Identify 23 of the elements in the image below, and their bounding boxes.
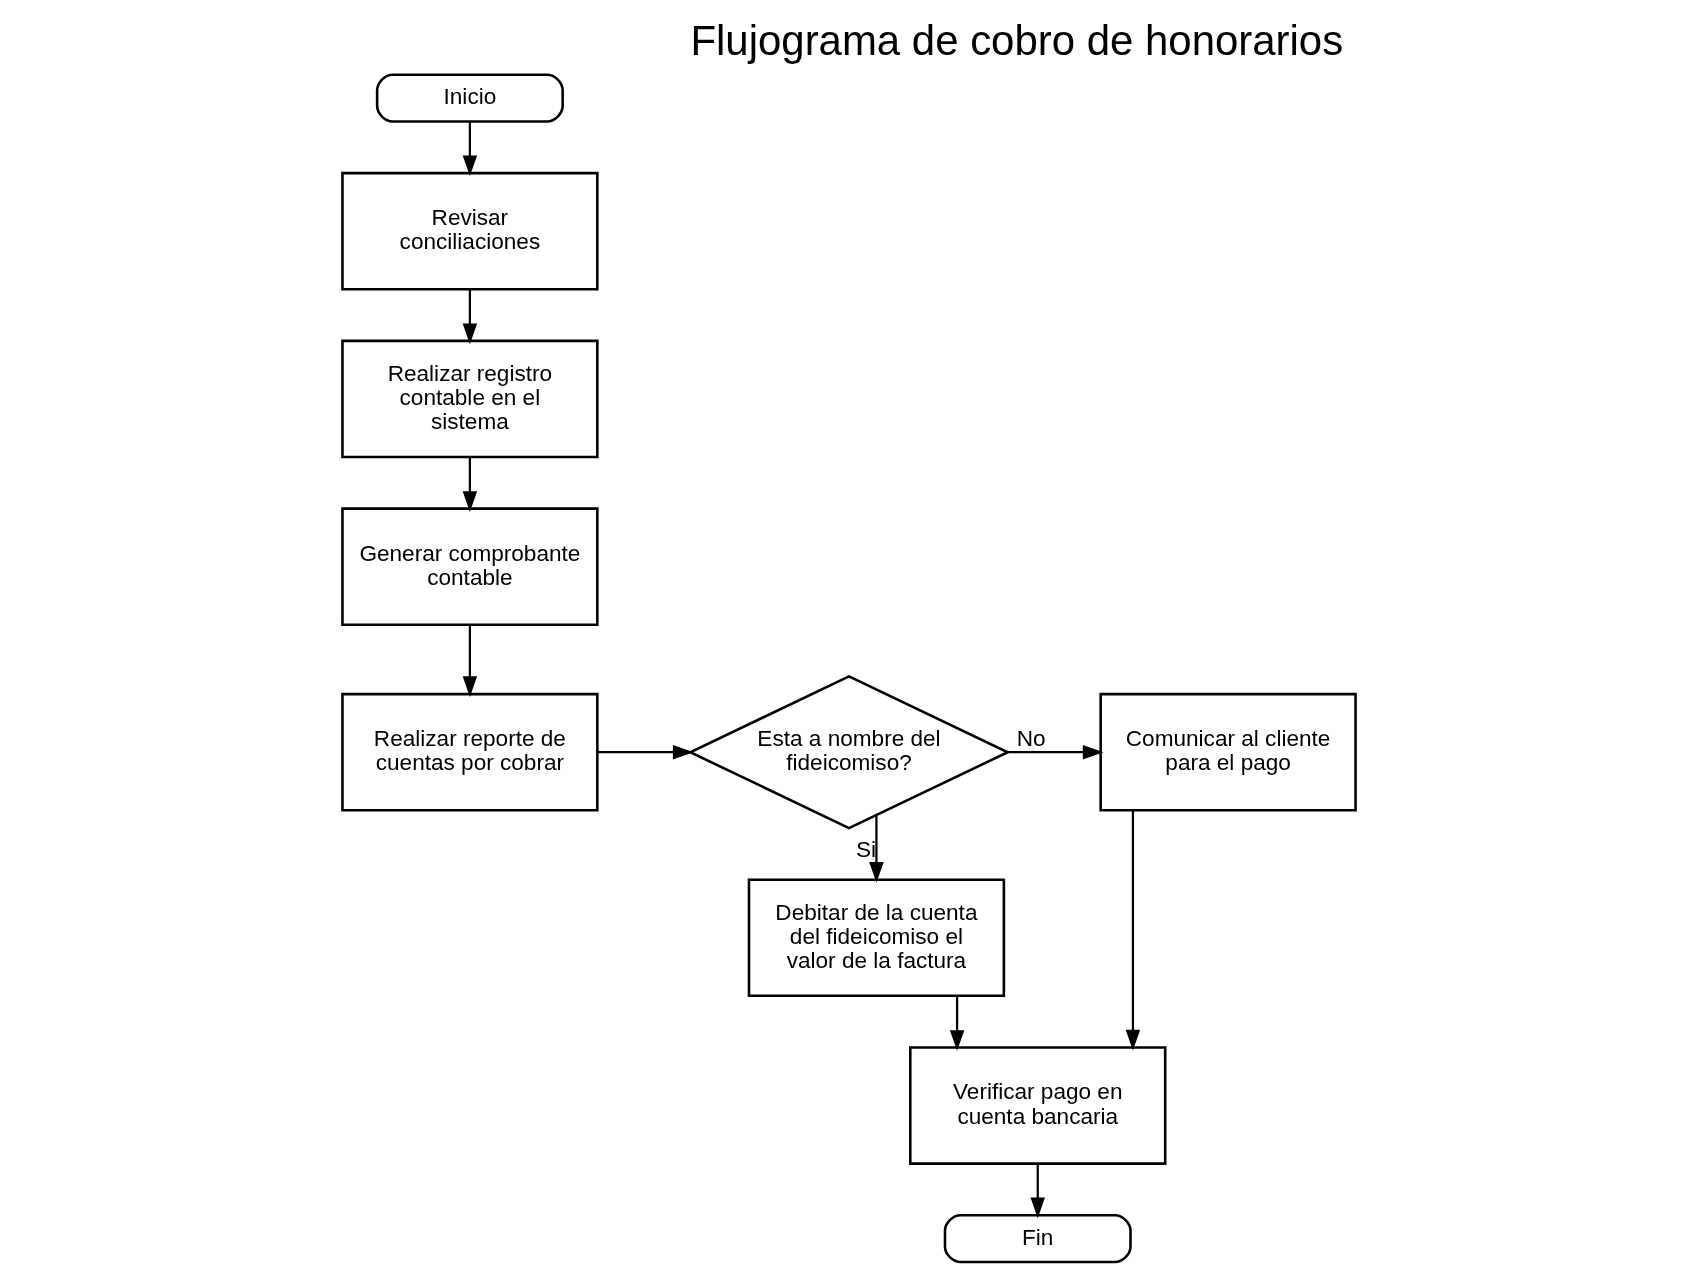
arrow: [462, 121, 478, 177]
arrow: [462, 624, 478, 698]
node-box: Verificar pago en cuenta bancaria: [909, 1046, 1167, 1165]
arrow: [949, 995, 965, 1051]
arrow: [597, 745, 694, 760]
node-box: Realizar reporte de cuentas por cobrar: [341, 692, 599, 812]
edge-label: Si: [855, 837, 876, 863]
node-box: Generar comprobante contable: [341, 507, 599, 627]
arrow: [869, 815, 884, 883]
diagram-title: Flujograma de cobro de honorarios: [690, 17, 1344, 64]
arrow: [1125, 810, 1141, 1051]
arrow: [462, 289, 478, 345]
node-box: Comunicar al cliente para el pago: [1099, 692, 1357, 812]
edge-label: No: [1016, 726, 1046, 752]
arrow: [1030, 1164, 1045, 1219]
node-box: Realizar registro contable en el sistema: [341, 339, 599, 459]
arrow: [462, 457, 478, 513]
node-box: Debitar de la cuenta del fideicomiso el valor de la factura: [747, 878, 1006, 998]
node-diamond: Esta a nombre del fideicomiso?: [687, 675, 1011, 830]
node-box: Inicio: [375, 73, 564, 123]
arrow: [1007, 745, 1104, 760]
node-box: Revisar conciliaciones: [341, 171, 599, 291]
node-box: Fin: [943, 1213, 1132, 1264]
